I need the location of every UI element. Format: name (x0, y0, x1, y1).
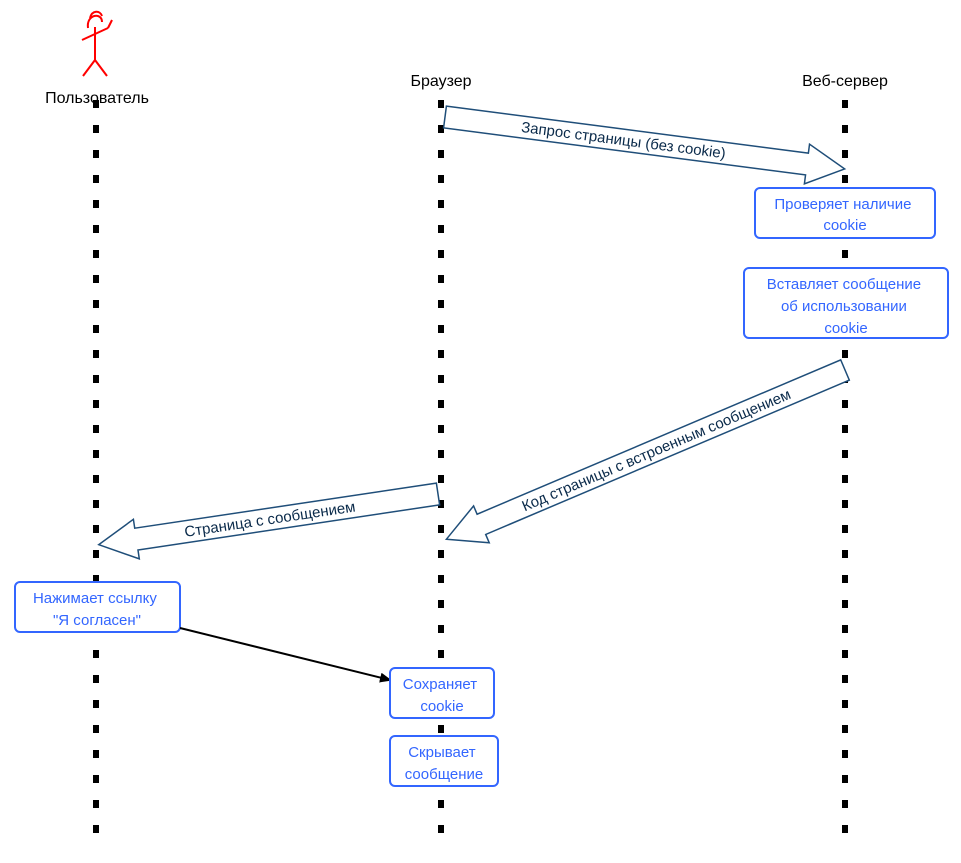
actor-server-label: Веб-сервер (802, 73, 888, 90)
actor-browser-label: Браузер (410, 73, 471, 90)
actor-user-label: Пользователь (45, 90, 149, 107)
svg-text:Проверяет наличие cookie: Проверяет наличие cookie (774, 196, 915, 234)
save-cookie-line-1: Сохраняет (403, 676, 477, 693)
action-box-check-cookie: Проверяет наличие cookie (754, 187, 936, 239)
check-cookie-line-1: Проверяет наличие (774, 196, 911, 213)
check-cookie-line-2: cookie (823, 217, 866, 234)
insert-message-line-3: cookie (824, 320, 867, 337)
message-page-with-message-arrow: Страница с сообщением (97, 482, 441, 560)
svg-text:Сохраняет cookie: Сохраняет cookie (403, 676, 481, 715)
hide-message-line-2: сообщение (405, 766, 483, 783)
insert-message-line-2: об использовании (781, 298, 907, 315)
action-box-click-link: Нажимает ссылку "Я согласен" (14, 581, 181, 633)
action-box-insert-message: Вставляет сообщение об использовании coo… (743, 267, 949, 339)
click-link-line-2: "Я согласен" (53, 612, 141, 629)
message-page-code-arrow: Код страницы с встроенным сообщением (444, 358, 851, 544)
action-box-hide-message: Скрывает сообщение (389, 735, 499, 787)
connector-arrow (179, 627, 392, 683)
svg-text:Нажимает ссылку "Я согла: Нажимает ссылку "Я согласен" (33, 590, 161, 629)
insert-message-line-1: Вставляет сообщение (767, 276, 921, 293)
hide-message-line-1: Скрывает (408, 744, 476, 761)
action-box-save-cookie: Сохраняет cookie (389, 667, 495, 719)
click-link-line-1: Нажимает ссылку (33, 590, 157, 607)
message-page-code-label: Код страницы с встроенным сообщением (520, 386, 794, 515)
message-request-arrow: Запрос страницы (без cookie) (442, 105, 847, 185)
user-actor-icon (81, 10, 113, 77)
svg-text:Вставляет сообщение об и: Вставляет сообщение об использовании coo… (767, 276, 926, 337)
save-cookie-line-2: cookie (420, 698, 463, 715)
svg-text:Скрывает сообщение: Скрывает сообщение (405, 744, 483, 783)
